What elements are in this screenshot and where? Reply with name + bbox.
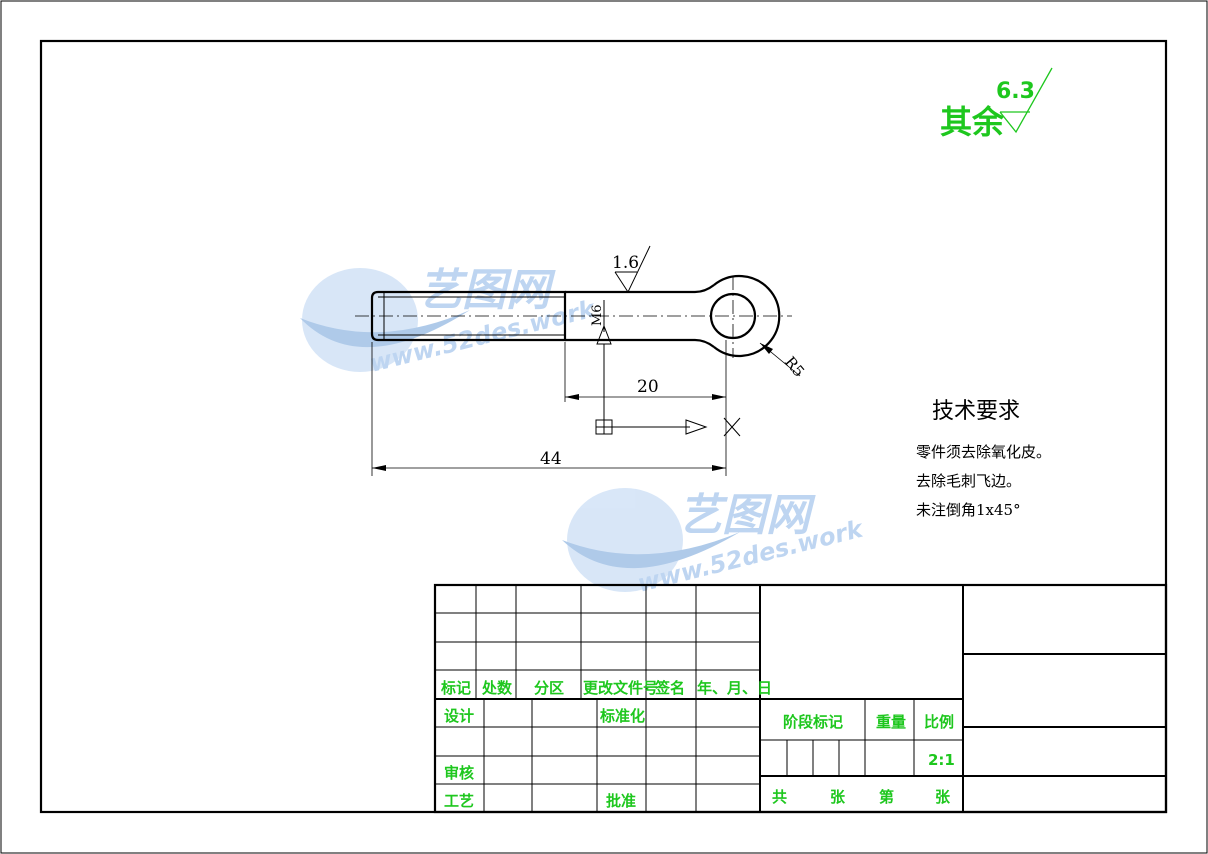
tech-req-line-1: 零件须去除氧化皮。: [916, 443, 1051, 461]
dim20-value: 20: [637, 377, 659, 397]
label-total: 共: [772, 788, 787, 806]
tech-req-title: 技术要求: [932, 399, 1020, 424]
title-block: 标记 处数 分区 更改文件号 签名 年、月、日 设计 标准化 审核 工艺 批准 …: [433, 583, 1168, 814]
header-mark: 标记: [440, 679, 471, 697]
cross-mark-icon: [723, 417, 741, 437]
shank-bottom-edge: [565, 338, 715, 348]
revision-grid: [435, 585, 760, 699]
label-scale: 比例: [924, 713, 954, 731]
label-sheets-2: 张: [935, 788, 951, 806]
watermark-2: 艺图网 www.52des.work: [562, 488, 867, 598]
direction-arrow-icon: [685, 419, 708, 435]
header-change-doc: 更改文件号: [583, 679, 658, 697]
watermark-brand: 艺图网: [418, 265, 556, 316]
scale-value: 2:1: [928, 751, 955, 769]
radius-label: R5: [781, 353, 808, 381]
label-approve: 批准: [606, 792, 636, 810]
eye-outline: [713, 274, 781, 358]
technical-requirements: 技术要求 零件须去除氧化皮。 去除毛刺飞边。 未注倒角1x45°: [916, 399, 1051, 519]
label-sheet-no: 第: [879, 788, 894, 806]
label-weight: 重量: [876, 713, 906, 731]
tech-req-line-3: 未注倒角1x45°: [916, 501, 1021, 519]
tech-req-line-2: 去除毛刺飞边。: [916, 472, 1021, 490]
local-roughness-value: 1.6: [612, 253, 639, 273]
label-standardize: 标准化: [599, 707, 645, 725]
roughness-symbol-icon: [999, 67, 1053, 134]
threaded-rod-outline: [370, 290, 567, 342]
local-roughness-symbol-icon: [614, 245, 651, 294]
thread-label: M6: [590, 304, 605, 326]
label-review: 审核: [444, 764, 474, 782]
watermark-swoosh: [562, 532, 740, 569]
stage-cells: [786, 699, 915, 776]
label-process: 工艺: [444, 792, 474, 810]
header-signature: 签名: [654, 679, 685, 697]
watermark-1: 艺图网 www.52des.work: [300, 265, 599, 378]
label-design: 设计: [444, 707, 474, 725]
label-sheets-1: 张: [830, 788, 846, 806]
watermark-brand: 艺图网: [678, 490, 816, 541]
dim44-value: 44: [540, 449, 562, 469]
watermark-globe-icon: [302, 268, 418, 372]
radius-arrow: [760, 343, 773, 354]
signature-grid: [435, 699, 760, 812]
roughness-value: 6.3: [996, 79, 1035, 104]
header-date: 年、月、日: [697, 679, 772, 697]
shank-top-edge: [565, 284, 715, 294]
label-stage-mark: 阶段标记: [783, 713, 843, 731]
right-grid: [963, 653, 1166, 777]
roughness-label: 其余: [940, 103, 1005, 141]
watermark-swoosh: [300, 310, 470, 348]
header-zone: 分区: [534, 679, 564, 697]
general-roughness: 其余 6.3: [940, 67, 1053, 141]
header-count: 处数: [481, 679, 513, 697]
